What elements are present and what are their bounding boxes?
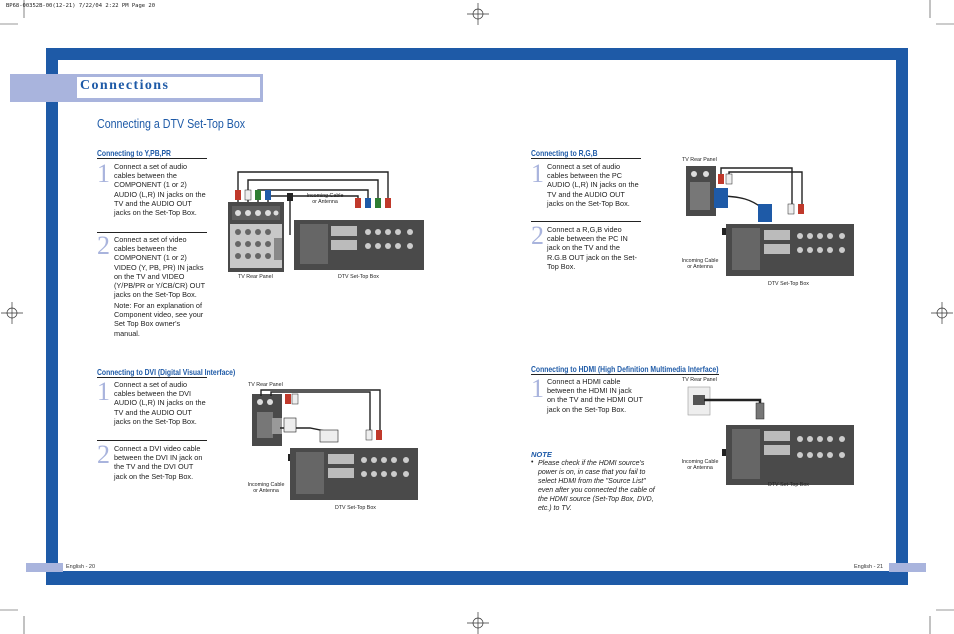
step-text: Connect a DVI video cable between the DV… (114, 444, 203, 481)
page-number-right: English - 21 (854, 564, 884, 570)
stb-label: DTV Set-Top Box (768, 482, 809, 488)
page-number-left: English - 20 (66, 564, 96, 570)
step-number: 1 (97, 159, 110, 188)
step-text: Connect a set of video cables between th… (114, 235, 206, 300)
section-rule (97, 377, 207, 378)
stb-label: DTV Set-Top Box (338, 274, 379, 280)
step-rule (97, 440, 207, 441)
step-number: 1 (531, 374, 544, 403)
ypbpr-connection-diagram (228, 171, 424, 272)
incoming-cable-label: Incoming Cable or Antenna (681, 258, 719, 270)
step-text: Connect a set of audio cables between th… (547, 162, 639, 208)
section-heading-ypbpr: Connecting to Y,PB,PR (97, 148, 171, 158)
note-bullet: • (531, 459, 534, 466)
note-text: Please check if the HDMI source's power … (538, 460, 655, 513)
rgb-connection-diagram (686, 166, 854, 276)
step-text: Connect a set of audio cables between th… (114, 162, 206, 218)
dvi-connection-diagram (252, 389, 418, 500)
incoming-cable-label: Incoming Cable or Antenna (306, 193, 344, 205)
registration-mark-icon (467, 3, 489, 25)
tv-rear-panel-label: TV Rear Panel (682, 377, 717, 383)
registration-mark-icon (931, 302, 953, 324)
footer-band-left (26, 563, 63, 572)
header-box (77, 77, 260, 98)
step-number: 1 (97, 377, 110, 406)
section-rule (531, 374, 719, 375)
step-number: 2 (97, 440, 110, 469)
step-text: Connect a R,G,B video cable between the … (547, 225, 637, 271)
tv-rear-panel-label: TV Rear Panel (238, 274, 273, 280)
crop-mark-icon (929, 0, 954, 25)
tv-rear-panel-label: TV Rear Panel (682, 157, 717, 163)
step-rule (97, 232, 207, 233)
crop-mark-icon (0, 609, 25, 634)
hdmi-connection-diagram (687, 386, 854, 485)
main-title: Connecting a DTV Set-Top Box (97, 116, 246, 131)
tv-rear-panel-label: TV Rear Panel (248, 382, 283, 388)
section-heading-hdmi: Connecting to HDMI (High Definition Mult… (531, 364, 719, 374)
step-number: 1 (531, 159, 544, 188)
print-slug: BP68-00352B-00(12-21) 7/22/04 2:22 PM Pa… (6, 3, 156, 9)
stb-label: DTV Set-Top Box (335, 505, 376, 511)
page-header-title: Connections (80, 78, 170, 93)
footer-band-right (889, 563, 926, 572)
step-text: Connect a HDMI cable between the HDMI IN… (547, 377, 643, 414)
page-content-area (58, 60, 896, 571)
incoming-cable-label: Incoming Cable or Antenna (247, 482, 285, 494)
registration-mark-icon (1, 302, 23, 324)
step-number: 2 (97, 231, 110, 260)
step-number: 2 (531, 221, 544, 250)
note-title: NOTE (531, 450, 552, 459)
step-text: Connect a set of audio cables between th… (114, 380, 206, 426)
section-heading-dvi: Connecting to DVI (Digital Visual Interf… (97, 367, 236, 377)
step-rule (531, 221, 641, 222)
section-rule (97, 158, 207, 159)
crop-mark-icon (929, 609, 954, 634)
registration-mark-icon (467, 612, 489, 634)
section-heading-rgb: Connecting to R,G,B (531, 148, 598, 158)
crop-mark-icon (0, 0, 25, 25)
incoming-cable-label: Incoming Cable or Antenna (681, 459, 719, 471)
step-note: Note: For an explanation of Component vi… (114, 301, 204, 338)
stb-label: DTV Set-Top Box (768, 281, 809, 287)
section-rule (531, 158, 641, 159)
